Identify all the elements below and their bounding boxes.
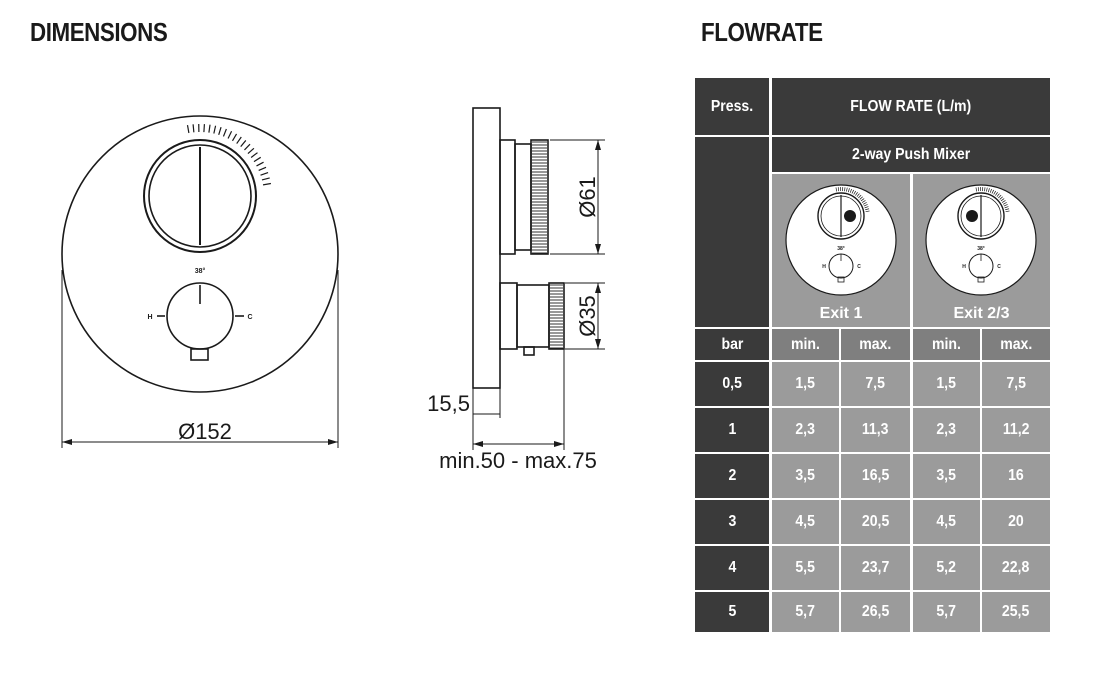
diameter-61-label: Ø61 [575,176,600,218]
installation-depth-label: min.50 - max.75 [439,448,597,473]
flow-rate-header: FLOW RATE (L/m) [772,78,1050,135]
front-view-drawing: 38° H C Ø152 [61,115,339,448]
table-row-pressure: 3 [695,500,769,544]
table-cell-flow: 26,5 [841,592,910,632]
table-cell-flow: 22,8 [982,546,1050,590]
table-cell-flow: 7,5 [841,362,910,406]
trim-plate-side [472,107,501,389]
exit1-label: Exit 1 [819,305,863,322]
table-cell-flow: 1,5 [913,362,980,406]
dimensions-heading: DIMENSIONS [30,17,168,47]
table-cell-flow: 2,3 [913,408,980,452]
sub-header: max. [841,329,910,360]
table-cell-flow: 20 [982,500,1050,544]
lower-body [499,282,518,350]
mixer-exit1-icon: 38° H C [785,184,897,296]
sub-header: max. [982,329,1050,360]
lower-ring [516,284,550,348]
exit1-active-dot [844,210,856,222]
table-cell-flow: 1,5 [772,362,839,406]
upper-knurl-lines [532,141,547,254]
table-cell-flow: 5,7 [772,592,839,632]
push-button-ring-inner [148,144,252,248]
plate-thickness-label: 15,5 [427,391,470,416]
table-row-pressure: 4 [695,546,769,590]
table-cell-flow: 11,2 [982,408,1050,452]
lower-knurl [548,282,565,350]
trim-plate-outline [61,115,339,393]
bar-header: bar [695,329,769,360]
upper-body [499,139,516,255]
table-cell-flow: 3,5 [913,454,980,498]
table-row-pressure: 0,5 [695,362,769,406]
lower-stem [523,346,535,356]
hot-label: H [147,314,152,321]
push-button-ring-outer [143,139,257,253]
table-cell-flow: 4,5 [913,500,980,544]
sub-header: min. [772,329,839,360]
diameter-152-label: Ø152 [178,419,232,444]
table-cell-flow: 5,7 [913,592,980,632]
press-header: Press. [695,78,769,135]
lower-knurl-lines [550,284,563,349]
svg-text:H: H [962,264,966,270]
svg-text:C: C [857,264,861,270]
upper-ring [514,143,532,251]
table-cell-flow: 3,5 [772,454,839,498]
table-row-pressure: 5 [695,592,769,632]
exit2-cell: 38° H C Exit 2/3 [913,174,1050,327]
exit1-cell: 38° H C Exit 1 [772,174,910,327]
exit2-active-dot [966,210,978,222]
table-row-pressure: 2 [695,454,769,498]
flowrate-table: Press. FLOW RATE (L/m) 2-way Push Mixer … [695,78,1050,632]
svg-text:C: C [997,264,1001,270]
svg-text:H: H [822,264,826,270]
table-cell-flow: 20,5 [841,500,910,544]
svg-text:38°: 38° [837,246,845,252]
table-cell-flow: 2,3 [772,408,839,452]
sub-header: min. [913,329,980,360]
press-spacer [695,137,769,327]
temperature-scale-ticks [186,124,272,186]
table-cell-flow: 5,5 [772,546,839,590]
svg-text:38°: 38° [977,246,985,252]
flowrate-heading: FLOWRATE [701,17,823,47]
table-row-pressure: 1 [695,408,769,452]
table-cell-flow: 16 [982,454,1050,498]
diameter-35-label: Ø35 [575,295,600,337]
table-cell-flow: 5,2 [913,546,980,590]
side-view-drawing: Ø61 Ø35 15,5 min.50 - max.75 [427,107,605,473]
table-cell-flow: 16,5 [841,454,910,498]
table-cell-flow: 25,5 [982,592,1050,632]
table-cell-flow: 7,5 [982,362,1050,406]
dial-stem [190,348,209,361]
table-cell-flow: 23,7 [841,546,910,590]
mixer-exit2-icon: 38° H C [925,184,1037,296]
upper-knurl [530,139,549,255]
table-cell-flow: 11,3 [841,408,910,452]
cold-label: C [247,314,252,321]
exit2-label: Exit 2/3 [953,305,1010,322]
scale-label: 38° [195,267,206,275]
mixer-header: 2-way Push Mixer [772,137,1050,172]
table-cell-flow: 4,5 [772,500,839,544]
